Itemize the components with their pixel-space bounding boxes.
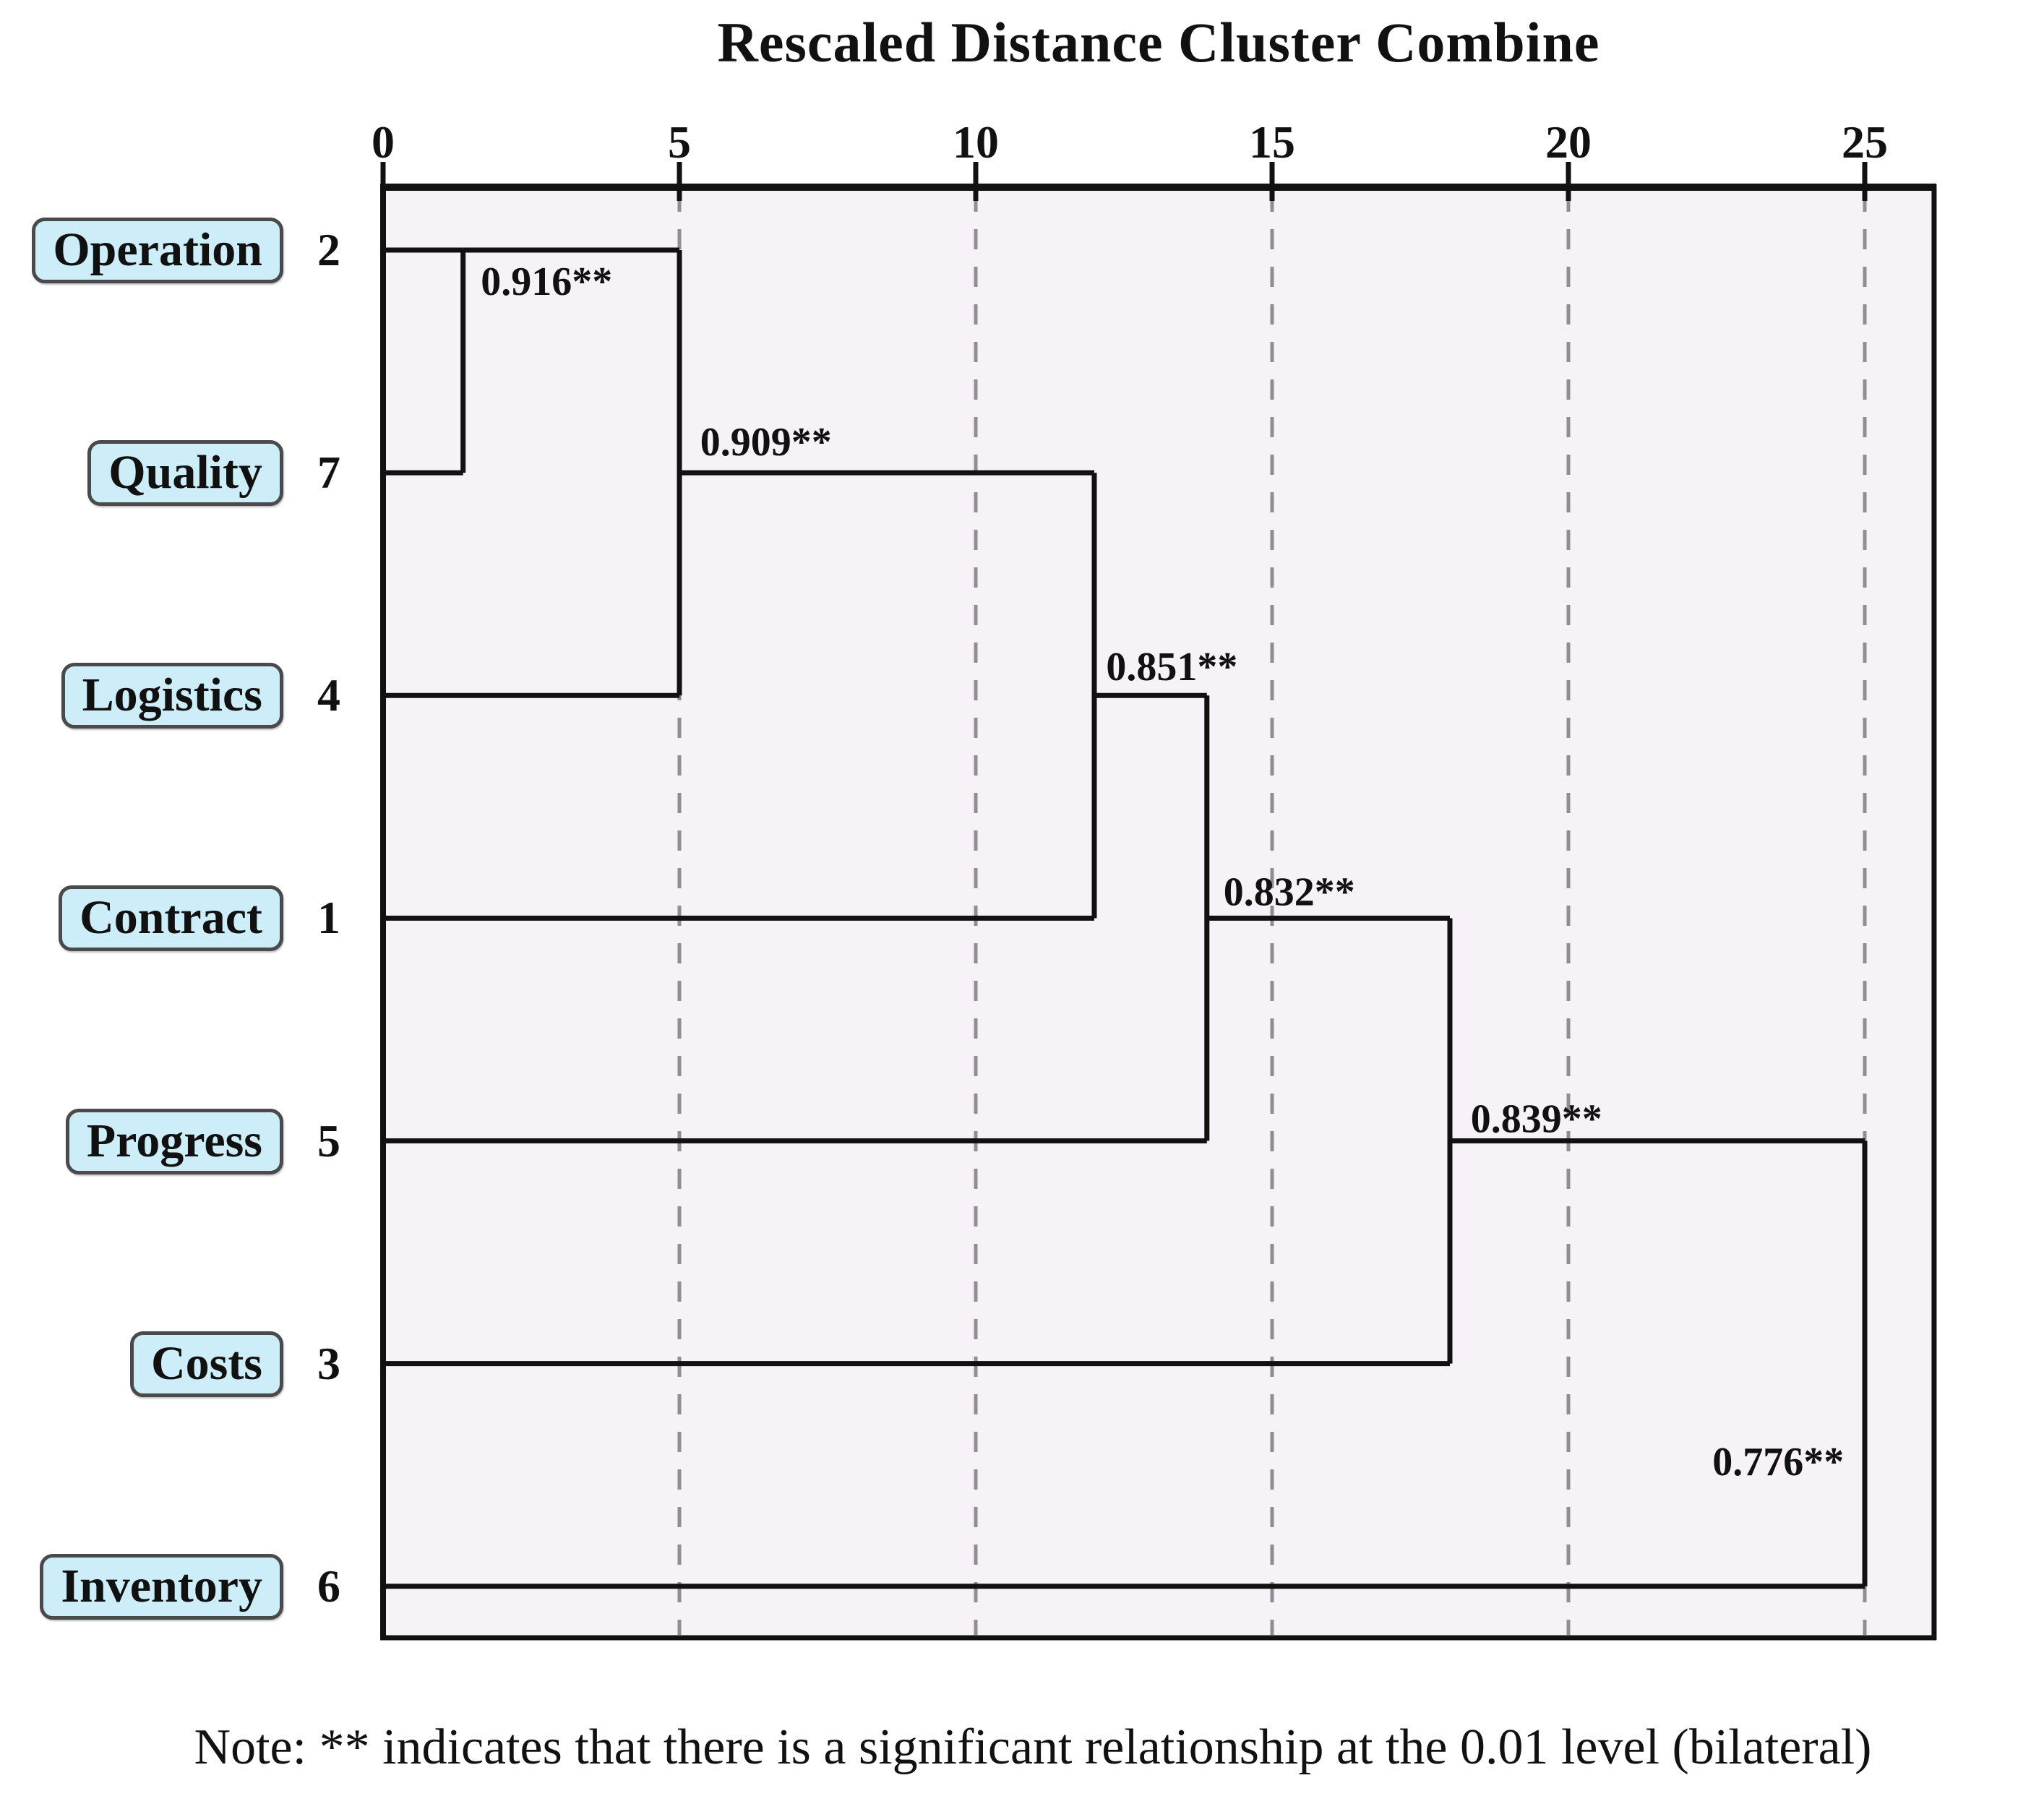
merge-label-2: 0.851**: [1106, 645, 1237, 690]
leaf-number-quality: 7: [317, 447, 340, 498]
plot-background: [383, 187, 1934, 1638]
leaf-number-costs: 3: [317, 1338, 340, 1389]
plot-area: [383, 187, 1934, 1638]
merge-label-3: 0.832**: [1224, 869, 1355, 914]
tick-label: 0: [372, 116, 395, 168]
merge-label-0: 0.916**: [481, 259, 612, 304]
leaf-number-contract: 1: [317, 892, 340, 943]
chart-title: Rescaled Distance Cluster Combine: [717, 11, 1600, 74]
tick-label: 20: [1545, 116, 1592, 168]
merge-label-4: 0.839**: [1471, 1097, 1602, 1142]
tick-label: 25: [1842, 116, 1888, 168]
footnote: Note: ** indicates that there is a signi…: [194, 1719, 1872, 1775]
tick-label: 15: [1249, 116, 1295, 168]
dendrogram-tree: [383, 247, 1868, 1589]
leaf-number-progress: 5: [317, 1115, 340, 1167]
leaf-label-quality: Quality: [87, 440, 283, 506]
leaf-label-operation: Operation: [32, 218, 283, 283]
leaf-label-progress: Progress: [65, 1109, 283, 1174]
leaf-number-inventory: 6: [317, 1560, 340, 1612]
leaf-label-inventory: Inventory: [40, 1554, 283, 1620]
leaf-label-contract: Contract: [59, 885, 283, 951]
merge-label-5: 0.776**: [1712, 1440, 1844, 1485]
leaf-label-logistics: Logistics: [61, 663, 283, 729]
tick-label: 5: [668, 116, 691, 168]
tick-label: 10: [953, 116, 999, 168]
leaf-label-costs: Costs: [129, 1331, 283, 1397]
leaf-number-logistics: 4: [317, 669, 340, 721]
merge-labels: 0.916** 0.909** 0.851** 0.832** 0.839** 0.776…: [481, 259, 1844, 1485]
plot-frame: [380, 184, 1937, 1641]
leaf-number-operation: 2: [317, 224, 340, 275]
axis-ticks: 0 5 10 15 20 25: [372, 116, 1888, 201]
merge-label-1: 0.909**: [700, 420, 832, 465]
